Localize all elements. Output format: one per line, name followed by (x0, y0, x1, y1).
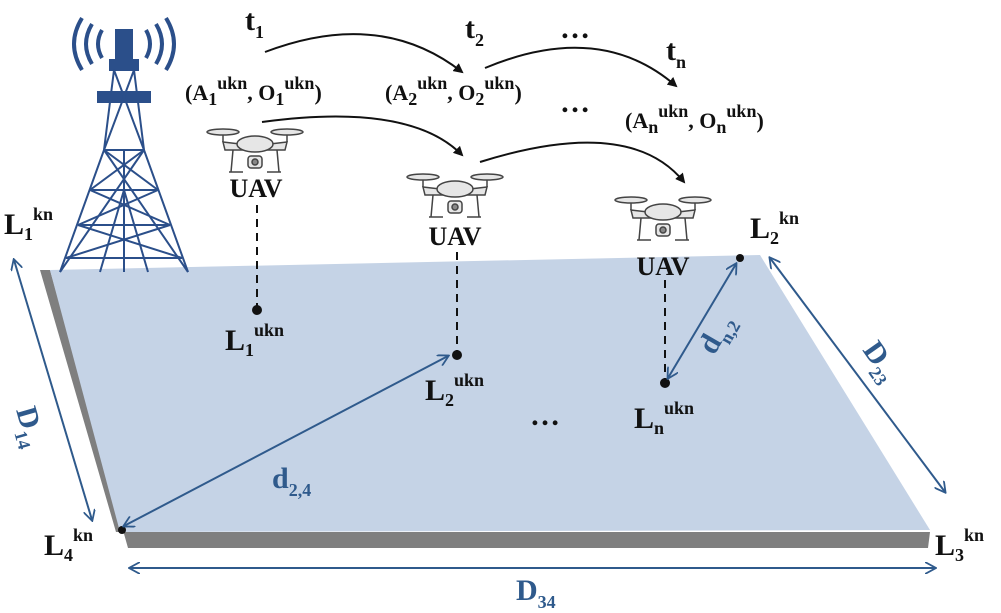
dimension-label-d34: D34 (516, 574, 556, 612)
action-label-2: (A2ukn, O2ukn) (385, 73, 522, 109)
ground-point-2 (452, 350, 462, 360)
ground-label-n: Lnukn (634, 398, 694, 438)
time-label-n: tn (666, 34, 686, 72)
distance-label-d24: d2,4 (272, 462, 311, 500)
distance-arrow-dn2 (668, 264, 736, 378)
time-label-1: t1 (245, 4, 264, 42)
corner-label-3: L3kn (935, 525, 984, 565)
ground-label-1: L1ukn (225, 320, 284, 360)
dimension-label-d23: D23 (852, 335, 906, 389)
action-ellipsis: … (560, 86, 590, 119)
uav-drone-icon-1 (206, 128, 304, 173)
dimension-arrow-d14 (14, 260, 92, 520)
action-arrow-2-n (479, 141, 686, 184)
action-label-1: (A1ukn, O1ukn) (185, 73, 322, 109)
time-arrow-2-n (484, 46, 678, 88)
corner-point-4 (118, 526, 126, 534)
corner-point-2 (736, 254, 744, 262)
distance-arrow-d24 (124, 356, 448, 526)
action-label-n: (Anukn, Onukn) (625, 101, 764, 137)
uav-label-1: UAV (230, 174, 283, 203)
uav-label-n: UAV (637, 252, 690, 281)
uav-label-2: UAV (429, 222, 482, 251)
dimension-arrow-d23 (770, 258, 945, 492)
time-ellipsis: … (560, 12, 590, 45)
time-label-2: t2 (465, 12, 484, 50)
corner-label-1: L1kn (4, 204, 53, 244)
corner-label-4: L4kn (44, 525, 93, 565)
ground-ellipsis: … (530, 399, 560, 432)
dimension-label-d14: D14 (4, 403, 51, 452)
action-arrow-1-2 (261, 115, 464, 157)
ground-point-1 (252, 305, 262, 315)
tower-icon (59, 16, 189, 273)
corner-label-2: L2kn (750, 208, 799, 248)
uav-drone-icon-n (614, 196, 712, 241)
signal-waves-icon (72, 16, 176, 72)
ground-point-n (660, 378, 670, 388)
time-arrow-1-2 (264, 33, 464, 74)
uav-drone-icon-2 (406, 173, 504, 218)
